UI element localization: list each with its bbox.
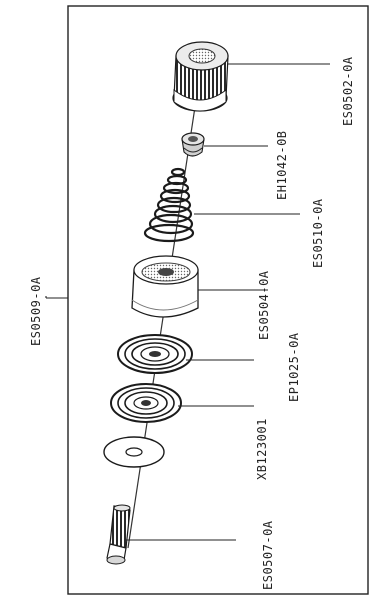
part-label-screw: ES0507-0A [261,520,275,590]
part-label-spring: ES0510-0A [311,198,325,268]
part-label-cup: ES0504-0A [257,270,271,340]
part-label-washer: XB123001 [255,418,269,480]
part-label-diaphragm: EP1025-0A [287,332,301,402]
part-label-cap: ES0502-0A [341,56,355,126]
cup-housing-icon [131,255,199,318]
assembly-label: ES0509-0A [29,276,43,346]
flat-washer-icon [110,383,182,423]
knurled-cap-icon [172,41,229,112]
part-label-nut: EH1042-0B [275,130,289,200]
assembly-bracket [45,296,68,299]
plain-washer-icon [103,436,165,468]
diaphragm-disc-icon [117,334,193,374]
coil-spring-icon [143,167,195,243]
threaded-screw-icon [106,504,131,565]
diagram-frame [67,5,369,595]
small-nut-icon [181,132,205,157]
